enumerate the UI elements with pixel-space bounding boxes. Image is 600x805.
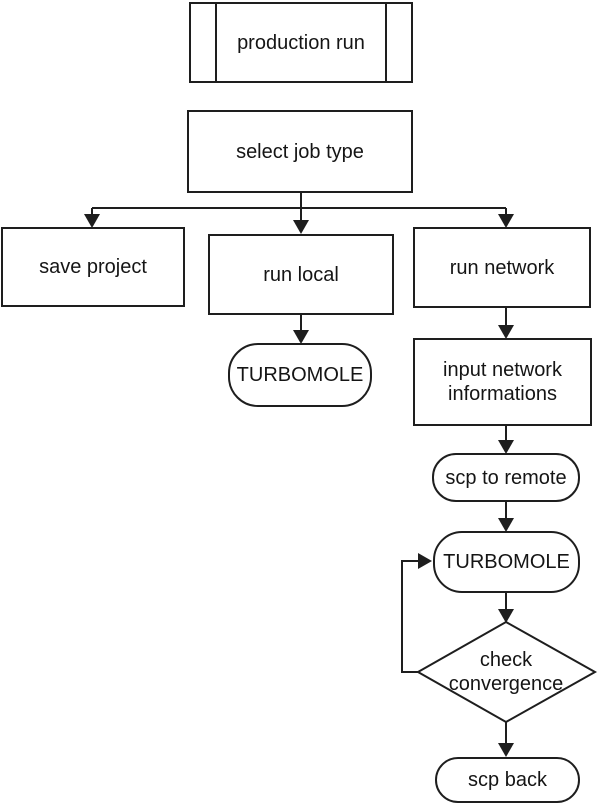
node-label: scp to remote bbox=[445, 466, 567, 489]
edge-turbomole-to-check bbox=[498, 593, 514, 623]
node-check-convergence: check convergence bbox=[441, 640, 571, 704]
node-check-convergence-shape bbox=[415, 620, 598, 724]
edge-scp-remote-to-turbomole bbox=[498, 502, 514, 532]
node-label: run local bbox=[263, 263, 339, 286]
edge-check-to-scp-back bbox=[498, 722, 514, 757]
arrow-down-icon bbox=[498, 518, 514, 532]
node-label: run network bbox=[449, 256, 555, 279]
edge-check-loop-to-turbomole bbox=[401, 553, 432, 673]
node-label: TURBOMOLE bbox=[443, 551, 570, 573]
arrow-down-icon bbox=[293, 330, 309, 344]
node-input-network-informations: input network informations bbox=[413, 338, 592, 426]
node-scp-back: scp back bbox=[435, 757, 580, 803]
edge-select-to-run-network bbox=[498, 208, 514, 228]
node-production-run: production run bbox=[189, 2, 413, 83]
arrow-down-icon bbox=[498, 214, 514, 228]
edge-run-network-to-input bbox=[498, 308, 514, 339]
node-label: check convergence bbox=[448, 649, 564, 695]
node-label: production run bbox=[237, 31, 365, 54]
node-save-project: save project bbox=[1, 227, 185, 307]
arrow-down-icon bbox=[498, 609, 514, 623]
node-turbomole-remote: TURBOMOLE bbox=[433, 531, 580, 593]
arrow-down-icon bbox=[498, 743, 514, 757]
node-turbomole-local: TURBOMOLE bbox=[228, 343, 372, 407]
arrow-down-icon bbox=[84, 214, 100, 228]
arrow-down-icon bbox=[293, 220, 309, 234]
node-run-local: run local bbox=[208, 234, 394, 315]
node-label: scp back bbox=[468, 769, 547, 791]
arrow-down-icon bbox=[498, 325, 514, 339]
node-label: input network informations bbox=[443, 359, 562, 405]
predefined-process-stripe-left bbox=[215, 4, 217, 81]
arrow-down-icon bbox=[498, 440, 514, 454]
edge-run-local-to-turbomole bbox=[293, 315, 309, 344]
edge-select-to-run-local bbox=[293, 193, 309, 234]
node-scp-to-remote: scp to remote bbox=[432, 453, 580, 502]
arrow-right-icon bbox=[418, 553, 432, 569]
node-label: save project bbox=[39, 256, 147, 278]
edge-input-to-scp-remote bbox=[498, 426, 514, 454]
predefined-process-stripe-right bbox=[385, 4, 387, 81]
node-select-job-type: select job type bbox=[187, 110, 413, 193]
node-label: select job type bbox=[236, 140, 364, 163]
edge-select-to-save-project bbox=[84, 208, 100, 228]
node-run-network: run network bbox=[413, 227, 591, 308]
node-label: TURBOMOLE bbox=[236, 364, 364, 386]
